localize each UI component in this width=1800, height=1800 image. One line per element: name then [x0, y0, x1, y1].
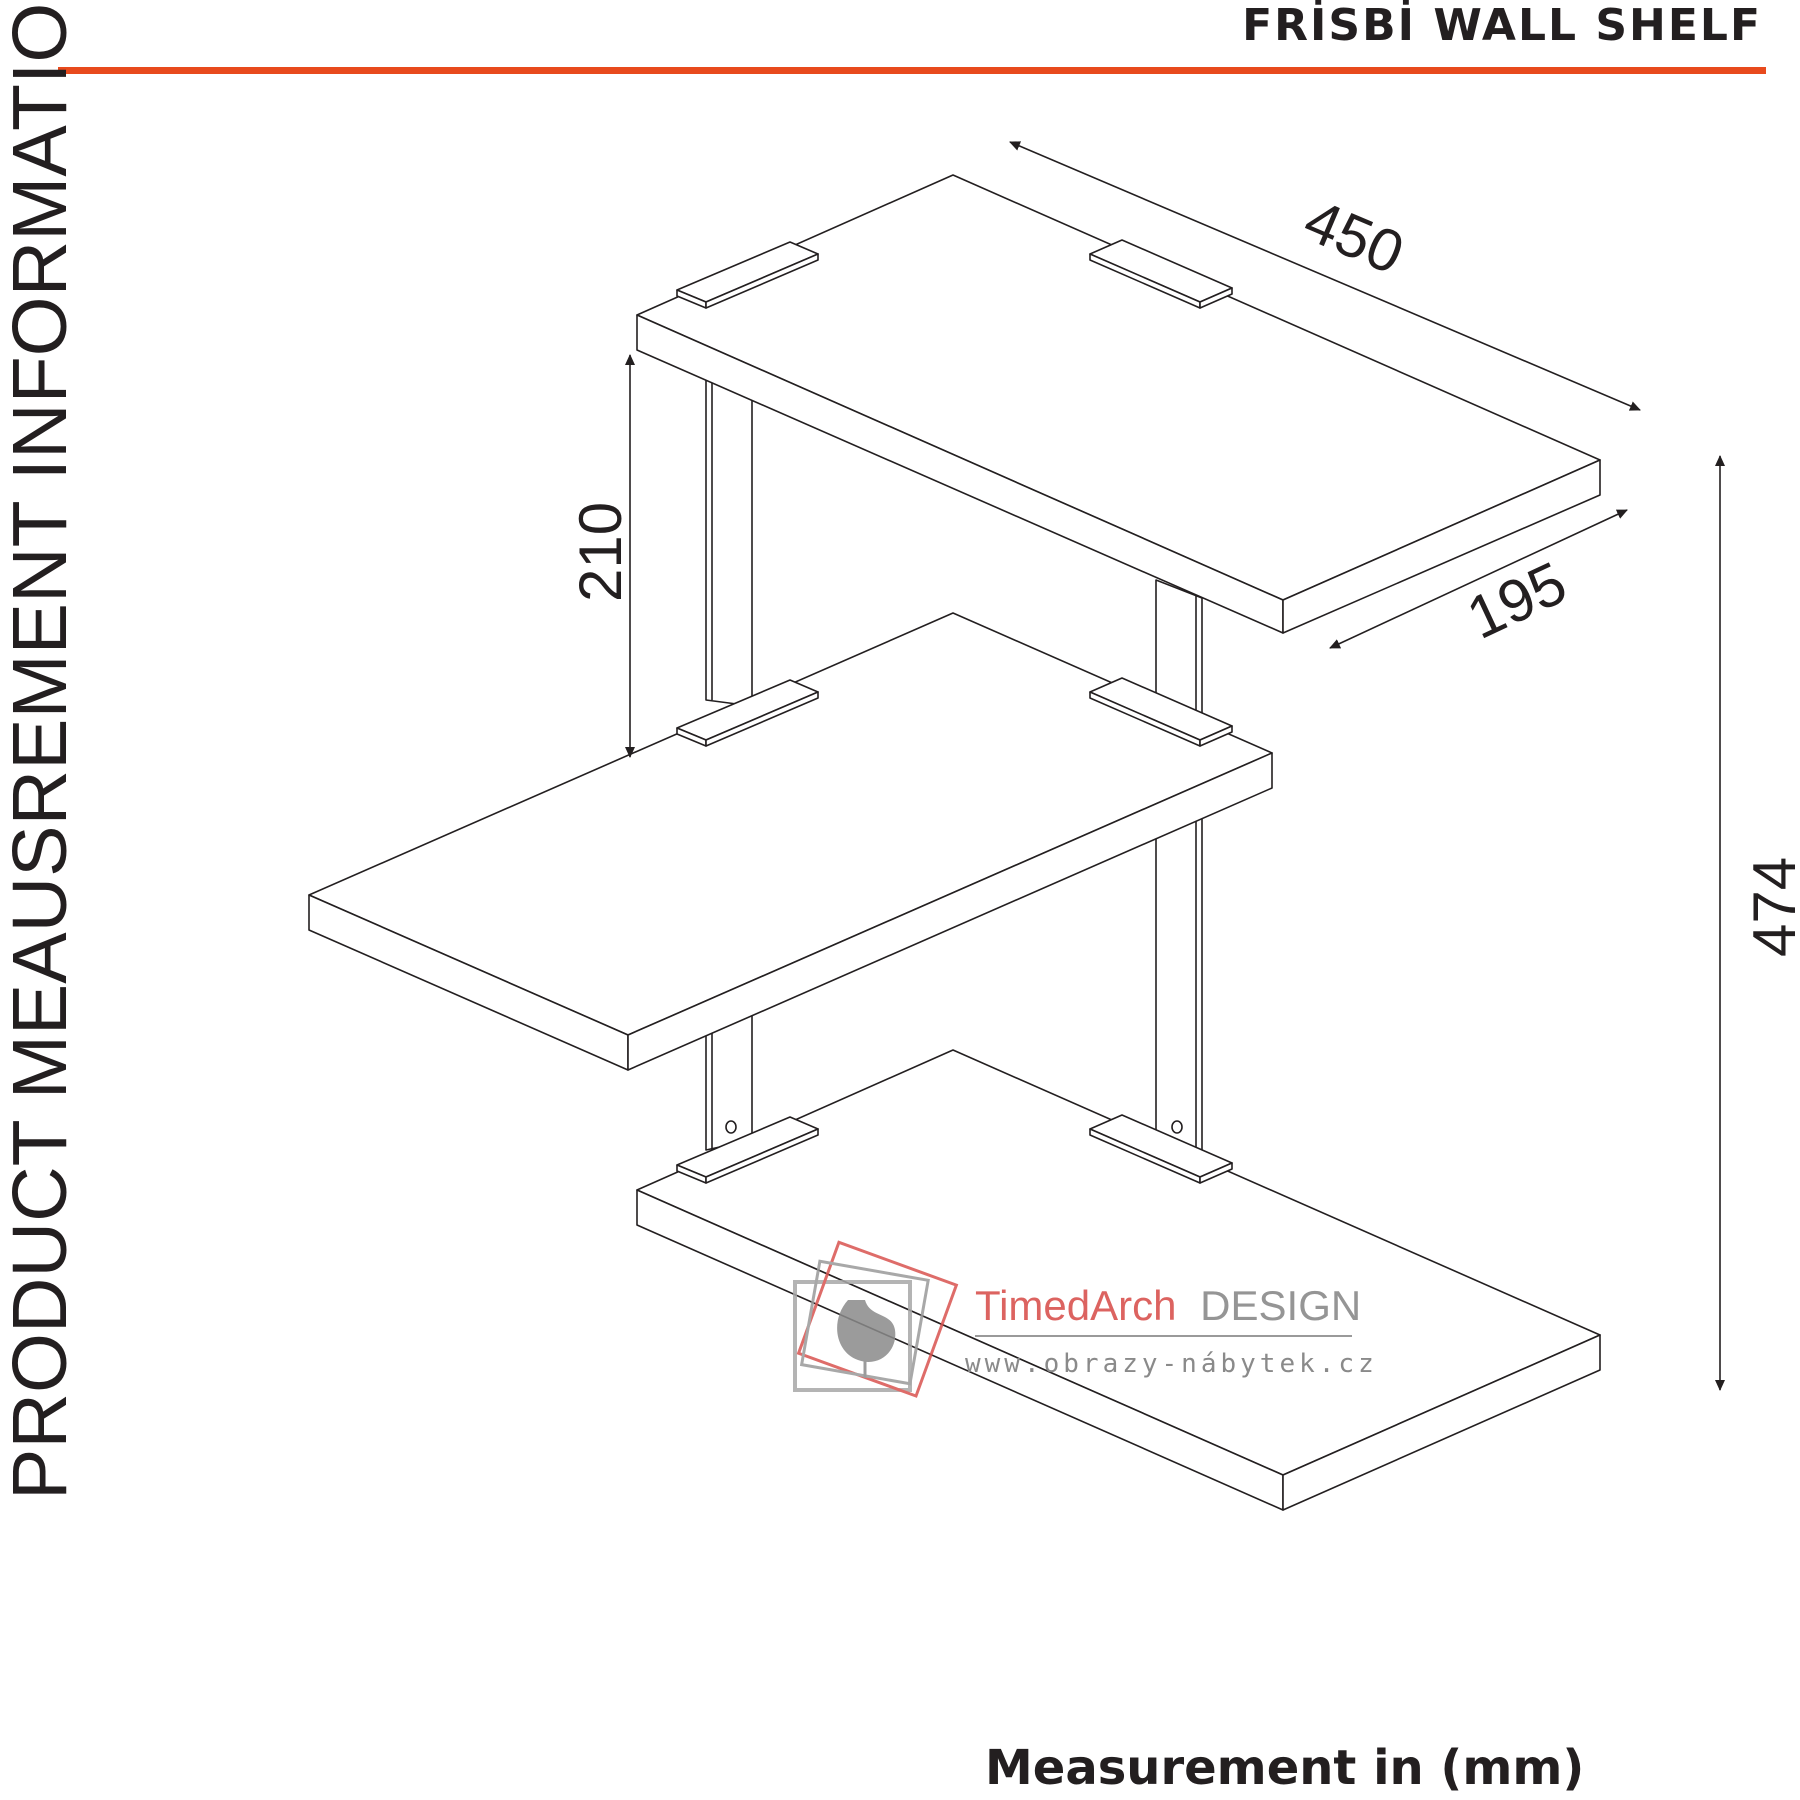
watermark-brand-part1: TimedArch [975, 1282, 1177, 1329]
depth-dimension-line [1329, 509, 1628, 649]
top-shelf-bracket-left [676, 241, 819, 309]
watermark-brand-name: TimedArch DESIGN [975, 1282, 1361, 1329]
title-underline [58, 67, 1766, 74]
bottom-shelf-bracket-right [1089, 1114, 1233, 1184]
middle-shelf-bracket-left [676, 679, 819, 747]
width-dimension-line [1009, 141, 1641, 411]
measurement-unit-note: Measurement in (mm) [985, 1740, 1585, 1796]
watermark-brand-part2: DESIGN [1200, 1282, 1361, 1329]
height-dimension-label: 474 [1741, 857, 1800, 957]
middle-shelf-bracket-right [1089, 677, 1233, 747]
screw-hole-icon [1171, 1120, 1183, 1134]
width-dimension-label: 450 [1295, 186, 1413, 287]
bottom-shelf-bracket-left [676, 1116, 819, 1184]
middle-shelf [308, 612, 1273, 1071]
depth-dimension-label: 195 [1457, 549, 1576, 652]
wall-post-lower-right [1155, 759, 1203, 1151]
screw-hole-icon [725, 1120, 737, 1134]
watermark-logo-icon [793, 1240, 959, 1398]
watermark-url: www.obrazy-nábytek.cz [965, 1349, 1378, 1379]
product-title: FRİSBİ WALL SHELF [1242, 0, 1762, 51]
spacing-dimension-label: 210 [567, 502, 634, 602]
wall-post-upper-left [705, 379, 753, 707]
bottom-shelf [636, 1049, 1601, 1511]
watermark: TimedArch DESIGN www.obrazy-nábytek.cz [793, 1240, 1378, 1398]
wall-post-lower-left [705, 1014, 753, 1151]
